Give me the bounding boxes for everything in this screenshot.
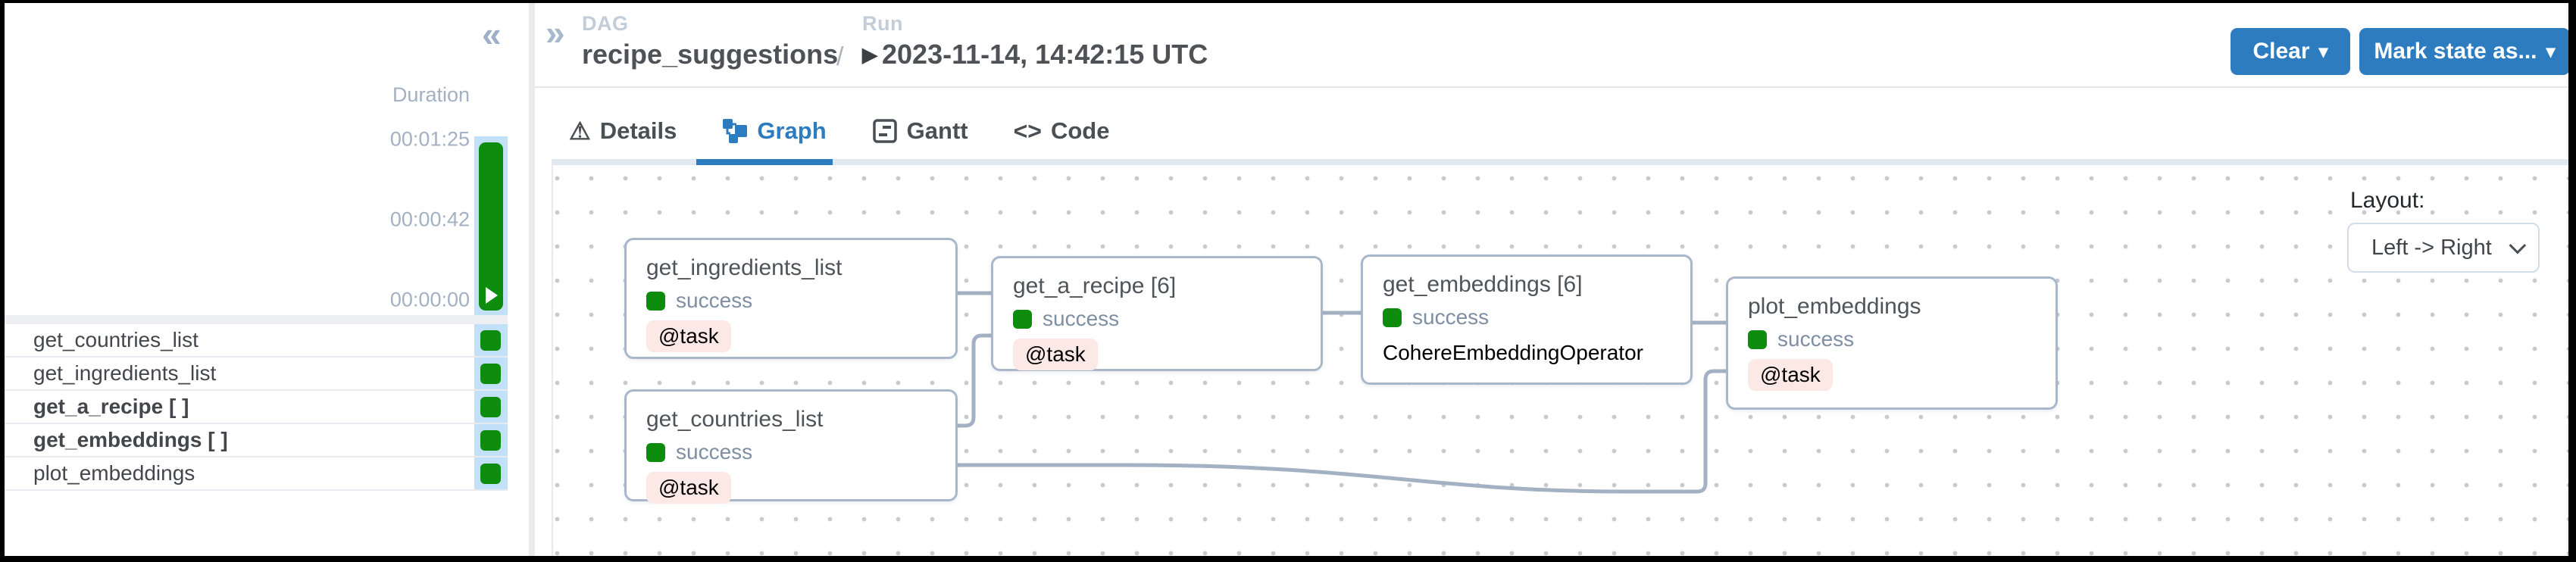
- graph-node-plot-embeddings[interactable]: plot_embeddings success @task: [1726, 276, 2058, 410]
- tab-gantt[interactable]: Gantt: [872, 105, 968, 158]
- success-status-square: [1383, 308, 1402, 327]
- duration-tick: 00:01:25: [389, 127, 470, 151]
- task-label: get_a_recipe [ ]: [33, 395, 189, 418]
- task-label: get_ingredients_list: [33, 361, 217, 385]
- graph-node-get-a-recipe[interactable]: get_a_recipe [6] success @task: [991, 256, 1323, 371]
- task-row-plot-embeddings[interactable]: plot_embeddings: [5, 457, 508, 491]
- success-status-square[interactable]: [480, 330, 501, 351]
- task-label: get_countries_list: [33, 328, 199, 351]
- selected-run-column: [474, 136, 508, 315]
- graph-node-get-countries-list[interactable]: get_countries_list success @task: [624, 389, 958, 504]
- caret-down-icon: ▾: [2318, 41, 2328, 62]
- layout-direction-select[interactable]: Left -> Right: [2347, 223, 2540, 273]
- tab-label: Code: [1050, 117, 1110, 144]
- app-window: « Duration 00:01:25 00:00:42 00:00:00 ge…: [5, 3, 2568, 556]
- success-status-square: [1013, 309, 1032, 329]
- dag-name[interactable]: recipe_suggestions: [582, 39, 839, 70]
- run-header: » DAG recipe_suggestions / Run ▶2023-11-…: [535, 3, 2568, 94]
- node-title: plot_embeddings: [1748, 294, 1921, 319]
- breadcrumb-run: Run ▶2023-11-14, 14:42:15 UTC: [862, 12, 1208, 70]
- node-status: success: [676, 440, 753, 464]
- collapse-panel-icon[interactable]: «: [482, 14, 502, 54]
- node-title: get_a_recipe [6]: [1013, 273, 1177, 298]
- mark-state-as-button[interactable]: Mark state as... ▾: [2359, 28, 2568, 75]
- task-status-cell: [474, 357, 508, 389]
- node-status: success: [1043, 307, 1120, 330]
- layout-selected-value: Left -> Right: [2371, 235, 2492, 260]
- header-underline: [535, 86, 2568, 88]
- layout-label: Layout:: [2350, 188, 2425, 213]
- graph-node-get-embeddings[interactable]: get_embeddings [6] success CohereEmbeddi…: [1361, 254, 1693, 385]
- run-timestamp-text: 2023-11-14, 14:42:15 UTC: [882, 39, 1208, 70]
- mark-state-button-label: Mark state as...: [2374, 39, 2537, 64]
- task-decorator-badge: @task: [1013, 339, 1098, 370]
- task-decorator-badge: @task: [646, 320, 731, 352]
- node-title: get_countries_list: [646, 407, 824, 432]
- success-status-square: [646, 291, 665, 311]
- code-brackets-icon: <>: [1013, 117, 1042, 145]
- run-timestamp[interactable]: ▶2023-11-14, 14:42:15 UTC: [862, 39, 1208, 70]
- tab-label: Gantt: [906, 117, 968, 144]
- breadcrumb-dag: DAG recipe_suggestions: [582, 12, 838, 70]
- success-status-square: [646, 442, 665, 462]
- warning-triangle-icon: ⚠: [569, 117, 591, 145]
- task-label: plot_embeddings: [33, 461, 195, 485]
- panel-divider[interactable]: [529, 3, 535, 556]
- task-decorator-badge: @task: [646, 472, 731, 504]
- duration-axis-label: Duration: [392, 83, 470, 106]
- task-row-get-countries-list[interactable]: get_countries_list: [5, 324, 508, 357]
- task-decorator-badge: @task: [1748, 359, 1833, 391]
- sidebar-separator: [5, 315, 508, 324]
- success-status-square[interactable]: [480, 430, 501, 451]
- task-list: get_countries_list get_ingredients_list …: [5, 324, 508, 491]
- node-status: success: [1412, 305, 1490, 329]
- node-title: get_embeddings [6]: [1383, 272, 1583, 297]
- gantt-icon: [872, 119, 897, 143]
- caret-down-icon: ▾: [2546, 41, 2556, 62]
- clear-button-label: Clear: [2252, 39, 2310, 64]
- task-row-get-a-recipe[interactable]: get_a_recipe [ ]: [5, 391, 508, 424]
- manual-trigger-icon: ▶: [862, 43, 877, 66]
- operator-name: CohereEmbeddingOperator: [1383, 341, 1643, 364]
- tab-label: Details: [599, 117, 677, 144]
- node-status: success: [676, 289, 753, 312]
- task-status-cell: [474, 424, 508, 456]
- breadcrumb-slash: /: [836, 42, 844, 71]
- dag-label: DAG: [582, 12, 629, 35]
- dag-run-duration-bar[interactable]: [479, 142, 503, 311]
- run-label: Run: [862, 12, 903, 35]
- graph-icon: [723, 119, 748, 143]
- chevron-down-icon: [2509, 236, 2527, 254]
- task-row-get-ingredients-list[interactable]: get_ingredients_list: [5, 357, 508, 391]
- tab-graph[interactable]: Graph: [722, 105, 827, 158]
- task-row-get-embeddings[interactable]: get_embeddings [ ]: [5, 424, 508, 457]
- tab-code[interactable]: <> Code: [1014, 105, 1110, 158]
- task-status-cell: [474, 391, 508, 423]
- manual-run-play-icon: [486, 287, 498, 304]
- success-status-square[interactable]: [480, 364, 501, 384]
- clear-button[interactable]: Clear ▾: [2231, 28, 2350, 75]
- success-status-square[interactable]: [480, 397, 501, 417]
- tabbar-bottom-strip: [552, 159, 2568, 165]
- graph-node-get-ingredients-list[interactable]: get_ingredients_list success @task: [624, 238, 958, 359]
- view-tabs: ⚠ Details Graph Gantt <> Code: [569, 105, 1109, 158]
- task-status-cell: [474, 457, 508, 489]
- success-status-square: [1748, 329, 1767, 349]
- active-tab-underline: [696, 159, 833, 165]
- duration-tick: 00:00:00: [389, 288, 470, 311]
- node-status: success: [1777, 327, 1855, 351]
- expand-panel-icon[interactable]: »: [546, 13, 565, 52]
- tab-label: Graph: [757, 117, 827, 144]
- duration-tick: 00:00:42: [389, 208, 470, 231]
- success-status-square[interactable]: [480, 464, 501, 484]
- task-status-cell: [474, 324, 508, 356]
- task-label: get_embeddings [ ]: [33, 428, 228, 451]
- grid-sidebar: « Duration 00:01:25 00:00:42 00:00:00 ge…: [5, 3, 529, 556]
- node-title: get_ingredients_list: [646, 255, 843, 280]
- tab-details[interactable]: ⚠ Details: [569, 105, 677, 158]
